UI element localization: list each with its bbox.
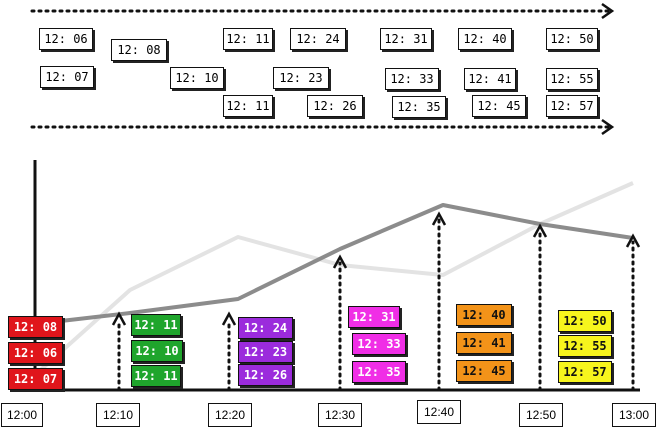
axis-time-label: 12:10 (96, 403, 140, 427)
axis-time-label: 12:30 (318, 403, 362, 427)
stack-box-green: 12: 11 (131, 314, 181, 336)
top-time-box: 12: 06 (39, 28, 93, 50)
stack-box-yellow: 12: 50 (558, 310, 612, 332)
stack-box-red: 12: 08 (8, 316, 63, 338)
up-arrow-head-5 (532, 223, 548, 238)
up-arrow-head-6 (625, 233, 641, 248)
top-arrow-head-2 (601, 118, 615, 136)
top-time-box: 12: 41 (464, 68, 516, 90)
top-time-box: 12: 24 (290, 28, 346, 50)
stack-box-red: 12: 06 (8, 342, 63, 364)
top-time-box: 12: 07 (40, 66, 94, 88)
stack-box-orange: 12: 41 (456, 332, 512, 354)
stack-box-purple: 12: 24 (238, 317, 293, 339)
top-time-box: 12: 57 (546, 95, 598, 117)
axis-time-label: 12:00 (1, 403, 43, 427)
top-time-box: 12: 33 (385, 68, 439, 90)
top-time-box: 12: 45 (472, 95, 526, 117)
top-time-box: 12: 23 (273, 67, 329, 89)
up-arrow-head-1 (111, 311, 127, 326)
stack-box-orange: 12: 45 (456, 360, 512, 382)
up-arrow-head-3 (332, 254, 348, 269)
top-time-box: 12: 40 (458, 28, 512, 50)
stack-box-yellow: 12: 57 (558, 361, 612, 383)
top-time-box: 12: 08 (111, 39, 167, 61)
stack-box-purple: 12: 23 (238, 341, 293, 363)
top-time-box: 12: 11 (223, 28, 273, 50)
axis-time-label: 12:40 (417, 400, 461, 424)
light-trend-line (33, 181, 634, 377)
top-time-box: 12: 26 (307, 95, 363, 117)
axis-time-label: 12:20 (208, 403, 252, 427)
top-time-box: 12: 50 (546, 28, 598, 50)
axis-time-label: 12:50 (519, 403, 563, 427)
top-time-box: 12: 35 (392, 96, 446, 118)
stack-box-purple: 12: 26 (238, 364, 293, 386)
top-arrow-head-1 (601, 2, 615, 20)
stack-box-red: 12: 07 (8, 368, 63, 390)
top-time-box: 12: 31 (380, 28, 432, 50)
stack-box-orange: 12: 40 (456, 304, 512, 326)
up-arrow-head-2 (221, 311, 237, 326)
top-time-box: 12: 55 (546, 68, 598, 90)
up-arrow-head-4 (431, 211, 447, 226)
stack-box-green: 12: 11 (131, 365, 181, 387)
stack-box-magenta: 12: 33 (352, 333, 406, 355)
top-time-box: 12: 11 (223, 95, 273, 117)
top-time-box: 12: 10 (170, 67, 224, 89)
stack-box-magenta: 12: 31 (348, 306, 400, 328)
stack-box-green: 12: 10 (131, 340, 183, 362)
stack-box-yellow: 12: 55 (558, 335, 612, 357)
axis-time-label: 13:00 (612, 403, 656, 427)
stack-box-magenta: 12: 35 (352, 361, 406, 383)
